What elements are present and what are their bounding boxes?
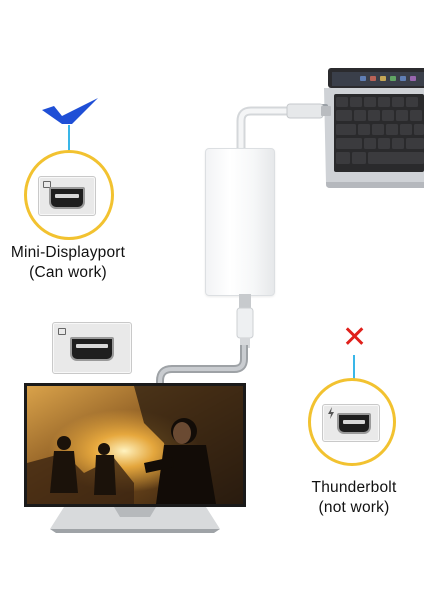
display-icon [43, 181, 51, 188]
fails-label-line1: Thunderbolt [311, 479, 397, 496]
adapter-connector [236, 294, 254, 348]
works-label: Mini-Displayport (Can work) [0, 243, 136, 283]
thunderbolt-port [337, 413, 371, 434]
check-mark-icon [42, 98, 98, 124]
works-label-line1: Mini-Displayport [10, 244, 126, 261]
display-icon [58, 328, 66, 335]
adapter-box [205, 148, 275, 296]
lightning-icon [328, 407, 334, 419]
mini-displayport-port [49, 187, 85, 209]
tv-image [24, 383, 246, 533]
fails-label-line2: (not work) [318, 499, 390, 516]
mini-displayport-ring [24, 150, 114, 240]
cross-pointer-line [353, 355, 355, 379]
fails-label: Thunderbolt (not work) [290, 478, 418, 518]
check-pointer-line [68, 125, 70, 153]
cable-bottom [156, 345, 248, 390]
cable-top [236, 103, 331, 155]
laptop-image [320, 68, 424, 188]
tv-displayport-port [70, 337, 114, 361]
x-mark-icon: ✕ [342, 320, 368, 355]
works-label-line2: (Can work) [29, 264, 107, 281]
